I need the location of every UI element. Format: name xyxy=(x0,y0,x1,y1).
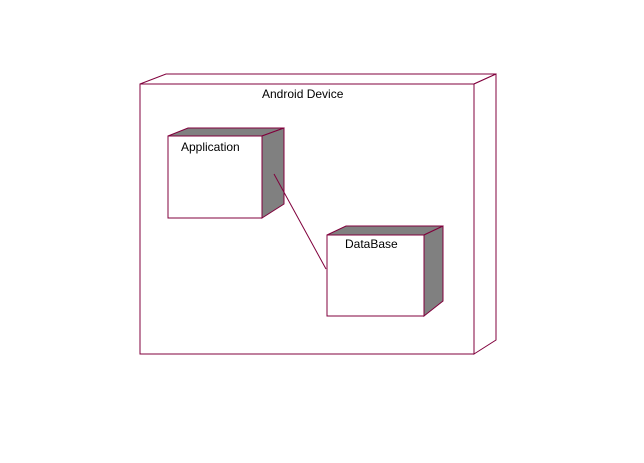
application-label: Application xyxy=(181,140,240,154)
database-label: DataBase xyxy=(345,237,398,251)
android-device-top-face xyxy=(139,73,497,85)
application-database-connector xyxy=(273,173,327,270)
database-side-face xyxy=(423,225,444,318)
database-top-face xyxy=(326,225,444,236)
android-device-side-face xyxy=(473,73,497,355)
android-device-label: Android Device xyxy=(262,87,344,101)
database-front-face xyxy=(326,234,425,317)
application-side-face xyxy=(261,127,285,219)
database-node[interactable] xyxy=(326,225,444,318)
application-front-face xyxy=(167,135,263,219)
application-node[interactable] xyxy=(167,127,285,219)
